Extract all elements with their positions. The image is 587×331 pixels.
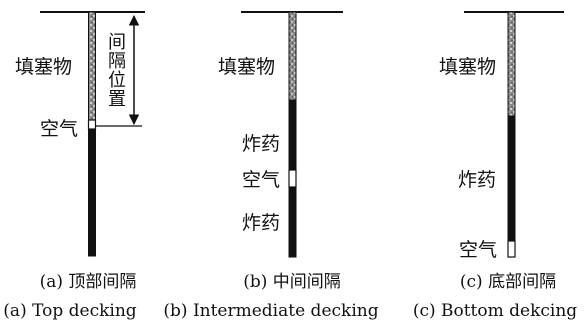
panel-c-air-deck (507, 240, 516, 258)
panel-a-interval-label: 间隔位置 (105, 32, 126, 108)
panel-b-explosive-lower (288, 186, 297, 258)
panel-c-stemming (507, 11, 516, 117)
panel-a-air-deck (87, 119, 97, 130)
panel-a-explosive (88, 128, 96, 257)
panel-b-explosive-upper-label: 炸药 (242, 133, 281, 155)
panel-c-drawing (464, 11, 564, 258)
panel-c-explosive-label: 炸药 (458, 169, 497, 191)
panel-b-air-deck (288, 169, 297, 188)
panel-c-air-label: 空气 (459, 239, 498, 261)
panel-a-caption-zh: (a) 顶部间隔 (39, 272, 137, 292)
panel-b-caption-zh: (b) 中间间隔 (243, 272, 341, 292)
panel-a-drawing (40, 11, 145, 257)
panel-b-stemming-label: 填塞物 (218, 56, 276, 78)
panel-b-explosive-upper (288, 99, 297, 171)
panel-c-explosive (507, 115, 516, 242)
panel-b-stemming (288, 11, 297, 101)
panel-c-caption-en: (c) Bottom dekcing (412, 301, 578, 321)
panel-c-caption-zh: (c) 底部间隔 (459, 272, 557, 292)
panel-a-air-label: 空气 (40, 118, 79, 140)
panel-b-air-label: 空气 (242, 169, 281, 191)
panel-b-explosive-lower-label: 炸药 (242, 212, 281, 234)
panel-c-stemming-label: 填塞物 (439, 56, 497, 78)
panel-a-stemming-label: 填塞物 (15, 56, 73, 78)
panel-b-drawing (241, 11, 343, 258)
panel-b-caption-en: (b) Intermediate decking (163, 301, 379, 321)
panel-a-caption-en: (a) Top decking (3, 301, 137, 321)
panel-a-stemming (88, 11, 96, 121)
